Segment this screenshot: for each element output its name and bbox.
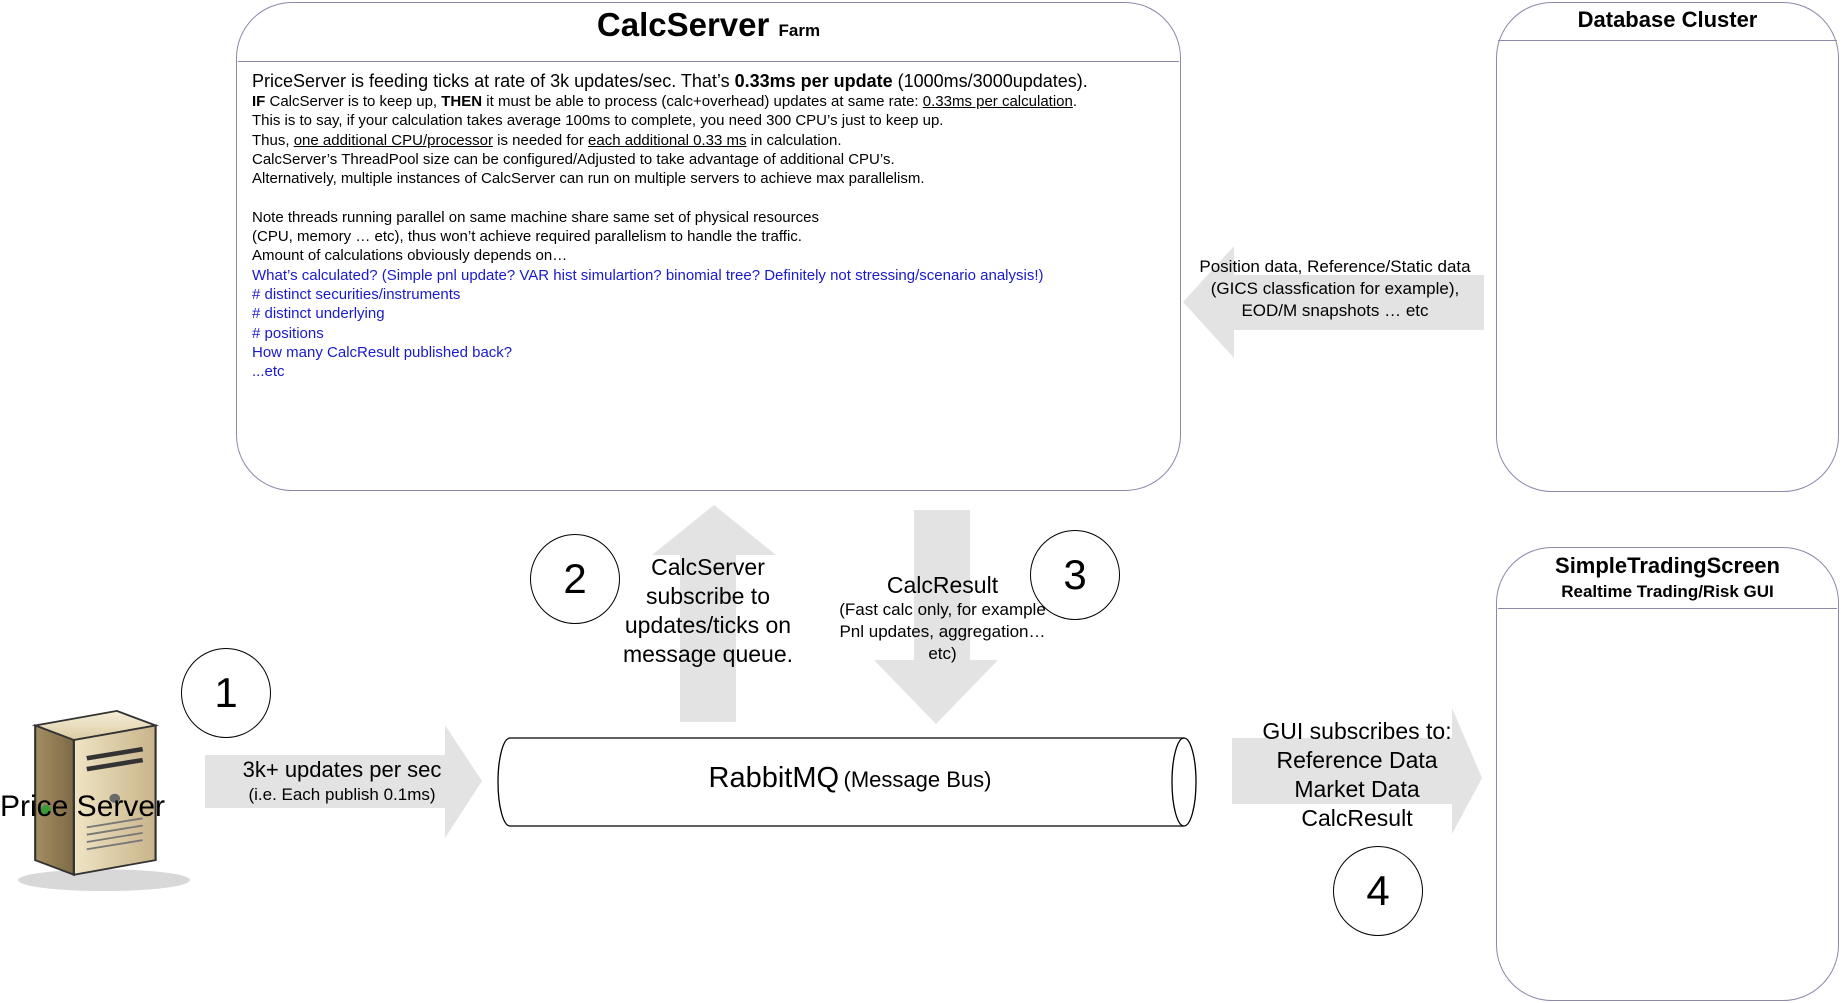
trading-screen-subtitle: Realtime Trading/Risk GUI (1561, 582, 1774, 601)
database-arrow-label: Position data, Reference/Static data (GI… (1199, 257, 1471, 320)
rabbitmq-label: RabbitMQ (Message Bus) (500, 762, 1200, 795)
arrow-calcserver-to-bus (874, 510, 998, 724)
step-4-line: Reference Data (1276, 747, 1438, 773)
arrow-bus-to-calcserver (652, 505, 776, 722)
note-line: This is to say, if your calculation take… (252, 112, 944, 130)
price-server-label: Price Server (0, 790, 166, 823)
note-text: it must be able to process (calc+overhea… (482, 93, 923, 110)
trading-screen-divider (1498, 608, 1837, 609)
trading-screen-title: SimpleTradingScreen (1555, 553, 1780, 578)
step-1-sub: (i.e. Each publish 0.1ms) (248, 785, 436, 804)
note-text: CalcServer is to keep up, (265, 93, 442, 110)
note-question: ...etc (252, 363, 285, 381)
step-3-main: CalcResult (886, 572, 999, 598)
step-2-label: CalcServer subscribe to updates/ticks on… (622, 554, 794, 667)
step-4-line: CalcResult (1301, 805, 1413, 831)
note-underlined: 0.33ms per calculation (922, 93, 1073, 110)
note-text: Thus, (252, 131, 294, 149)
note-text: PriceServer is feeding ticks at rate of … (252, 71, 735, 91)
note-line: Thus, one additional CPU/processor is ne… (252, 131, 1172, 150)
note-emphasis: IF (252, 93, 266, 110)
note-text: (1000ms/3000updates). (892, 71, 1088, 91)
rabbitmq-suffix: (Message Bus) (843, 767, 992, 792)
rabbitmq-bus-shape (497, 737, 1197, 827)
note-line: PriceServer is feeding ticks at rate of … (252, 70, 1172, 92)
rabbitmq-name: RabbitMQ (708, 762, 840, 794)
step-1-circle: 1 (181, 648, 271, 738)
note-line: Alternatively, multiple instances of Cal… (252, 170, 925, 188)
step-4-line: GUI subscribes to: (1262, 718, 1452, 744)
database-cluster-title: Database Cluster (1577, 7, 1758, 32)
note-line: Note threads running parallel on same ma… (252, 208, 819, 226)
note-underlined: each additional 0.33 ms (588, 131, 747, 149)
trading-screen-panel (1496, 547, 1839, 1001)
arrow-db-to-calcserver (1183, 246, 1484, 358)
step-3-sub: (Fast calc only, for example Pnl updates… (839, 600, 1046, 663)
note-line: (CPU, memory … etc), thus won’t achieve … (252, 228, 802, 246)
note-question: # distinct securities/instruments (252, 285, 461, 303)
database-divider (1498, 40, 1837, 41)
note-text: . (1072, 93, 1078, 110)
note-emphasis: THEN (441, 93, 483, 110)
note-line: Amount of calculations obviously depends… (252, 247, 568, 265)
step-3-label: CalcResult (Fast calc only, for example … (835, 571, 1050, 665)
note-question: How many CalcResult published back? (252, 343, 513, 361)
step-3-circle: 3 (1030, 530, 1120, 620)
note-underlined: one additional CPU/processor (293, 131, 493, 149)
step-4-line: Market Data (1294, 776, 1420, 802)
calcserver-notes: PriceServer is feeding ticks at rate of … (252, 70, 1172, 381)
calcserver-title: CalcServer Farm (236, 6, 1181, 44)
arrow-price-to-bus (205, 725, 482, 838)
step-4-circle: 4 (1333, 846, 1423, 936)
note-text: is needed for (492, 131, 589, 149)
note-question: What’s calculated? (Simple pnl update? V… (252, 266, 1044, 284)
database-cluster-panel (1496, 2, 1839, 492)
step-2-circle: 2 (530, 534, 620, 624)
step-1-label: 3k+ updates per sec (i.e. Each publish 0… (212, 757, 472, 805)
note-line: IF CalcServer is to keep up, THEN it mus… (252, 92, 1172, 111)
calcserver-panel (236, 2, 1181, 491)
note-question: # distinct underlying (252, 305, 385, 323)
calcserver-title-suffix: Farm (778, 21, 821, 40)
calcserver-title-text: CalcServer (596, 6, 770, 43)
step-1-main: 3k+ updates per sec (242, 757, 442, 782)
price-server-led-icon (41, 805, 51, 815)
note-line: CalcServer’s ThreadPool size can be conf… (252, 150, 895, 168)
note-emphasis: 0.33ms per update (734, 71, 893, 91)
arrow-bus-to-gui (1232, 708, 1482, 834)
calcserver-divider (238, 61, 1179, 62)
note-question: # positions (252, 324, 324, 342)
step-4-label: GUI subscribes to: Reference Data Market… (1232, 717, 1482, 833)
note-spacer (252, 188, 1172, 207)
note-text: in calculation. (746, 131, 842, 149)
